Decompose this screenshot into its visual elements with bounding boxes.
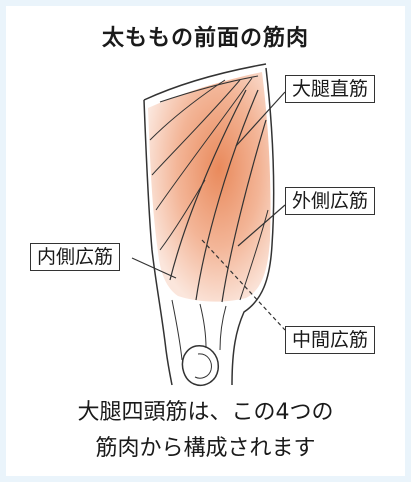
thigh-muscle-mass — [148, 72, 271, 302]
label-vastus-intermedius: 中間広筋 — [285, 326, 375, 354]
tendon-right — [220, 306, 226, 350]
label-vastus-lateralis: 外側広筋 — [285, 187, 375, 215]
label-vastus-medialis: 内側広筋 — [30, 243, 120, 271]
tendon-center — [200, 304, 206, 348]
caption-line-1: 大腿四頭筋は、この4つの — [0, 396, 411, 430]
caption-line-2: 筋肉から構成されます — [0, 432, 411, 466]
tendon-left — [172, 300, 182, 360]
patella-inner — [195, 354, 211, 378]
label-rectus-femoris: 大腿直筋 — [285, 75, 375, 103]
patella — [182, 346, 218, 385]
